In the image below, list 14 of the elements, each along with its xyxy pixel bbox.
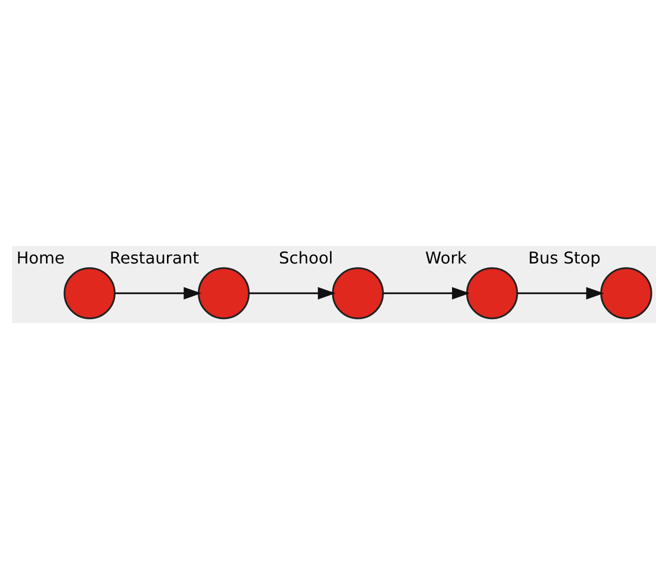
arrow [517,287,604,300]
node-label: School [278,248,334,268]
node-label: Home [16,248,65,268]
node-circle [198,267,250,320]
node-circle [466,267,518,320]
node-label: Bus Stop [528,248,601,268]
arrow [383,287,470,300]
node-label: Restaurant [110,248,200,268]
arrow [248,287,336,300]
node-label: Work [425,248,467,268]
node-circle [332,267,384,320]
node-circle [600,267,652,320]
node-circle [64,267,116,320]
arrow [114,287,202,300]
